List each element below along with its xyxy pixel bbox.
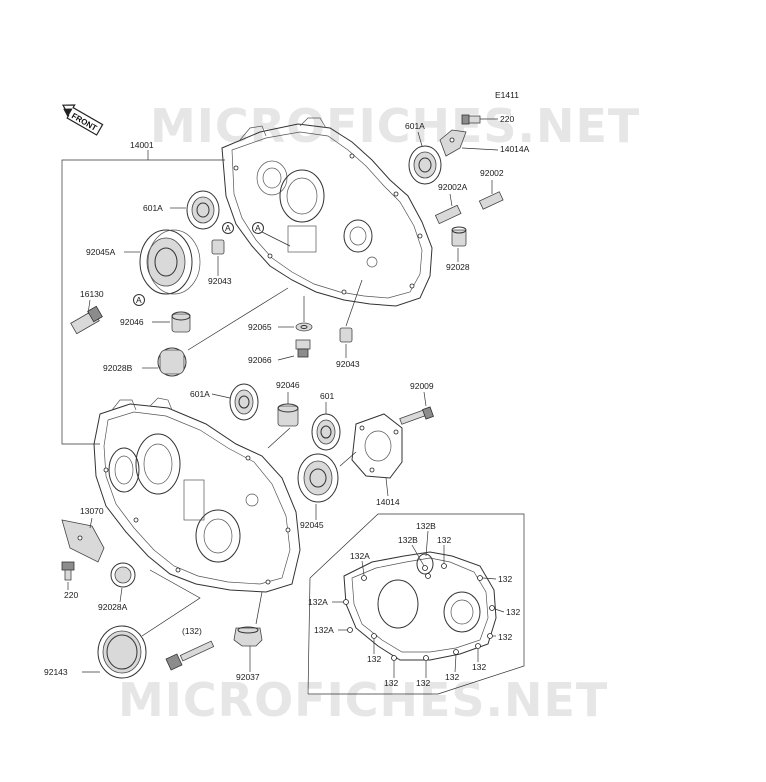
svg-text:A: A (255, 223, 261, 233)
upper-crankcase-half (221, 117, 433, 307)
callout-92143: 92143 (44, 667, 68, 677)
callout-92066: 92066 (248, 355, 272, 365)
callout-601A-left: 601A (143, 203, 163, 213)
stud-92002 (478, 191, 504, 210)
plate-14014A (439, 129, 467, 157)
assembly-bracket-14001 (61, 150, 225, 445)
watermark-top: MICROFICHES.NET (150, 99, 640, 153)
inset-132-6: 132 (472, 662, 486, 672)
watermark-bottom: MICROFICHES.NET (118, 673, 608, 727)
callout-601: 601 (320, 391, 334, 401)
callout-92002: 92002 (480, 168, 504, 178)
callout-92043-a: 92043 (208, 276, 232, 286)
bolt-92009 (399, 406, 434, 425)
bearing-92045A (139, 229, 201, 295)
svg-text:A: A (136, 295, 142, 305)
svg-text:A: A (225, 223, 231, 233)
ref-code: E1411 (495, 90, 519, 100)
inset-132-9: 132 (445, 672, 459, 682)
inset-132-5: 132 (367, 654, 381, 664)
collar-92046-upper (171, 311, 191, 333)
lower-crankcase-half (93, 397, 301, 593)
callout-92046-a: 92046 (120, 317, 144, 327)
inset-132-4: 132 (498, 632, 512, 642)
callout-220-top: 220 (500, 114, 514, 124)
callout-92065: 92065 (248, 322, 272, 332)
washer-92065 (295, 322, 313, 332)
callout-92045A: 92045A (86, 247, 116, 257)
inset-132A-3: 132A (314, 625, 334, 635)
callout-601A-mid: 601A (190, 389, 210, 399)
callout-92043-b: 92043 (336, 359, 360, 369)
ref-mark-a1: A (222, 222, 234, 234)
bolt-132-loose (165, 640, 215, 671)
callout-601A-top: 601A (405, 121, 425, 131)
plate-13070 (61, 519, 105, 563)
seal-ring-92143 (97, 625, 147, 679)
ref-mark-a2: A (252, 222, 264, 234)
bearing-601A-top (408, 145, 442, 185)
callout-13070: 13070 (80, 506, 104, 516)
plug-16130 (70, 305, 103, 335)
dowel-92043-upper (211, 239, 225, 255)
seal-92028B (157, 347, 187, 377)
screw-220-top (461, 114, 481, 125)
inset-132A-1: 132A (350, 551, 370, 561)
inset-132-7: 132 (384, 678, 398, 688)
bearing-601 (311, 413, 341, 451)
clamp-92037 (233, 626, 263, 647)
ref-mark-a3: A (133, 294, 145, 306)
inset-132-1: 132 (437, 535, 451, 545)
callout-92028A: 92028A (98, 602, 128, 612)
bearing-92045 (297, 453, 339, 503)
bearing-601A-mid (229, 383, 259, 421)
callout-92002A: 92002A (438, 182, 468, 192)
bearing-601A-left (186, 190, 220, 230)
callout-220-bottom: 220 (64, 590, 78, 600)
inset-132B-1: 132B (416, 521, 436, 531)
inset-132-8: 132 (416, 678, 430, 688)
callout-14014: 14014 (376, 497, 400, 507)
stud-92002A (434, 204, 462, 225)
inset-132B-2: 132B (398, 535, 418, 545)
callout-92046-b: 92046 (276, 380, 300, 390)
inset-132A-2: 132A (308, 597, 328, 607)
callout-92037: 92037 (236, 672, 260, 682)
cover-plate-14014 (351, 413, 403, 479)
callout-14014A: 14014A (500, 144, 530, 154)
dowel-92028-right (451, 226, 467, 247)
callout-92028B: 92028B (103, 363, 133, 373)
front-arrow-icon: FRONT (61, 104, 104, 136)
callout-14001: 14001 (130, 140, 154, 150)
callout-132-paren: (132) (182, 626, 202, 636)
seal-92028A (110, 562, 136, 588)
inset-132-2: 132 (498, 574, 512, 584)
screw-220-bottom (61, 561, 75, 581)
callout-92028-right: 92028 (446, 262, 470, 272)
inset-132-3: 132 (506, 607, 520, 617)
bolt-92066 (295, 339, 311, 358)
collar-92046-lower (277, 403, 299, 427)
dowel-92043-lower (339, 327, 353, 343)
callout-92045: 92045 (300, 520, 324, 530)
callout-92009: 92009 (410, 381, 434, 391)
bolt-location-inset (307, 513, 525, 695)
callout-16130: 16130 (80, 289, 104, 299)
